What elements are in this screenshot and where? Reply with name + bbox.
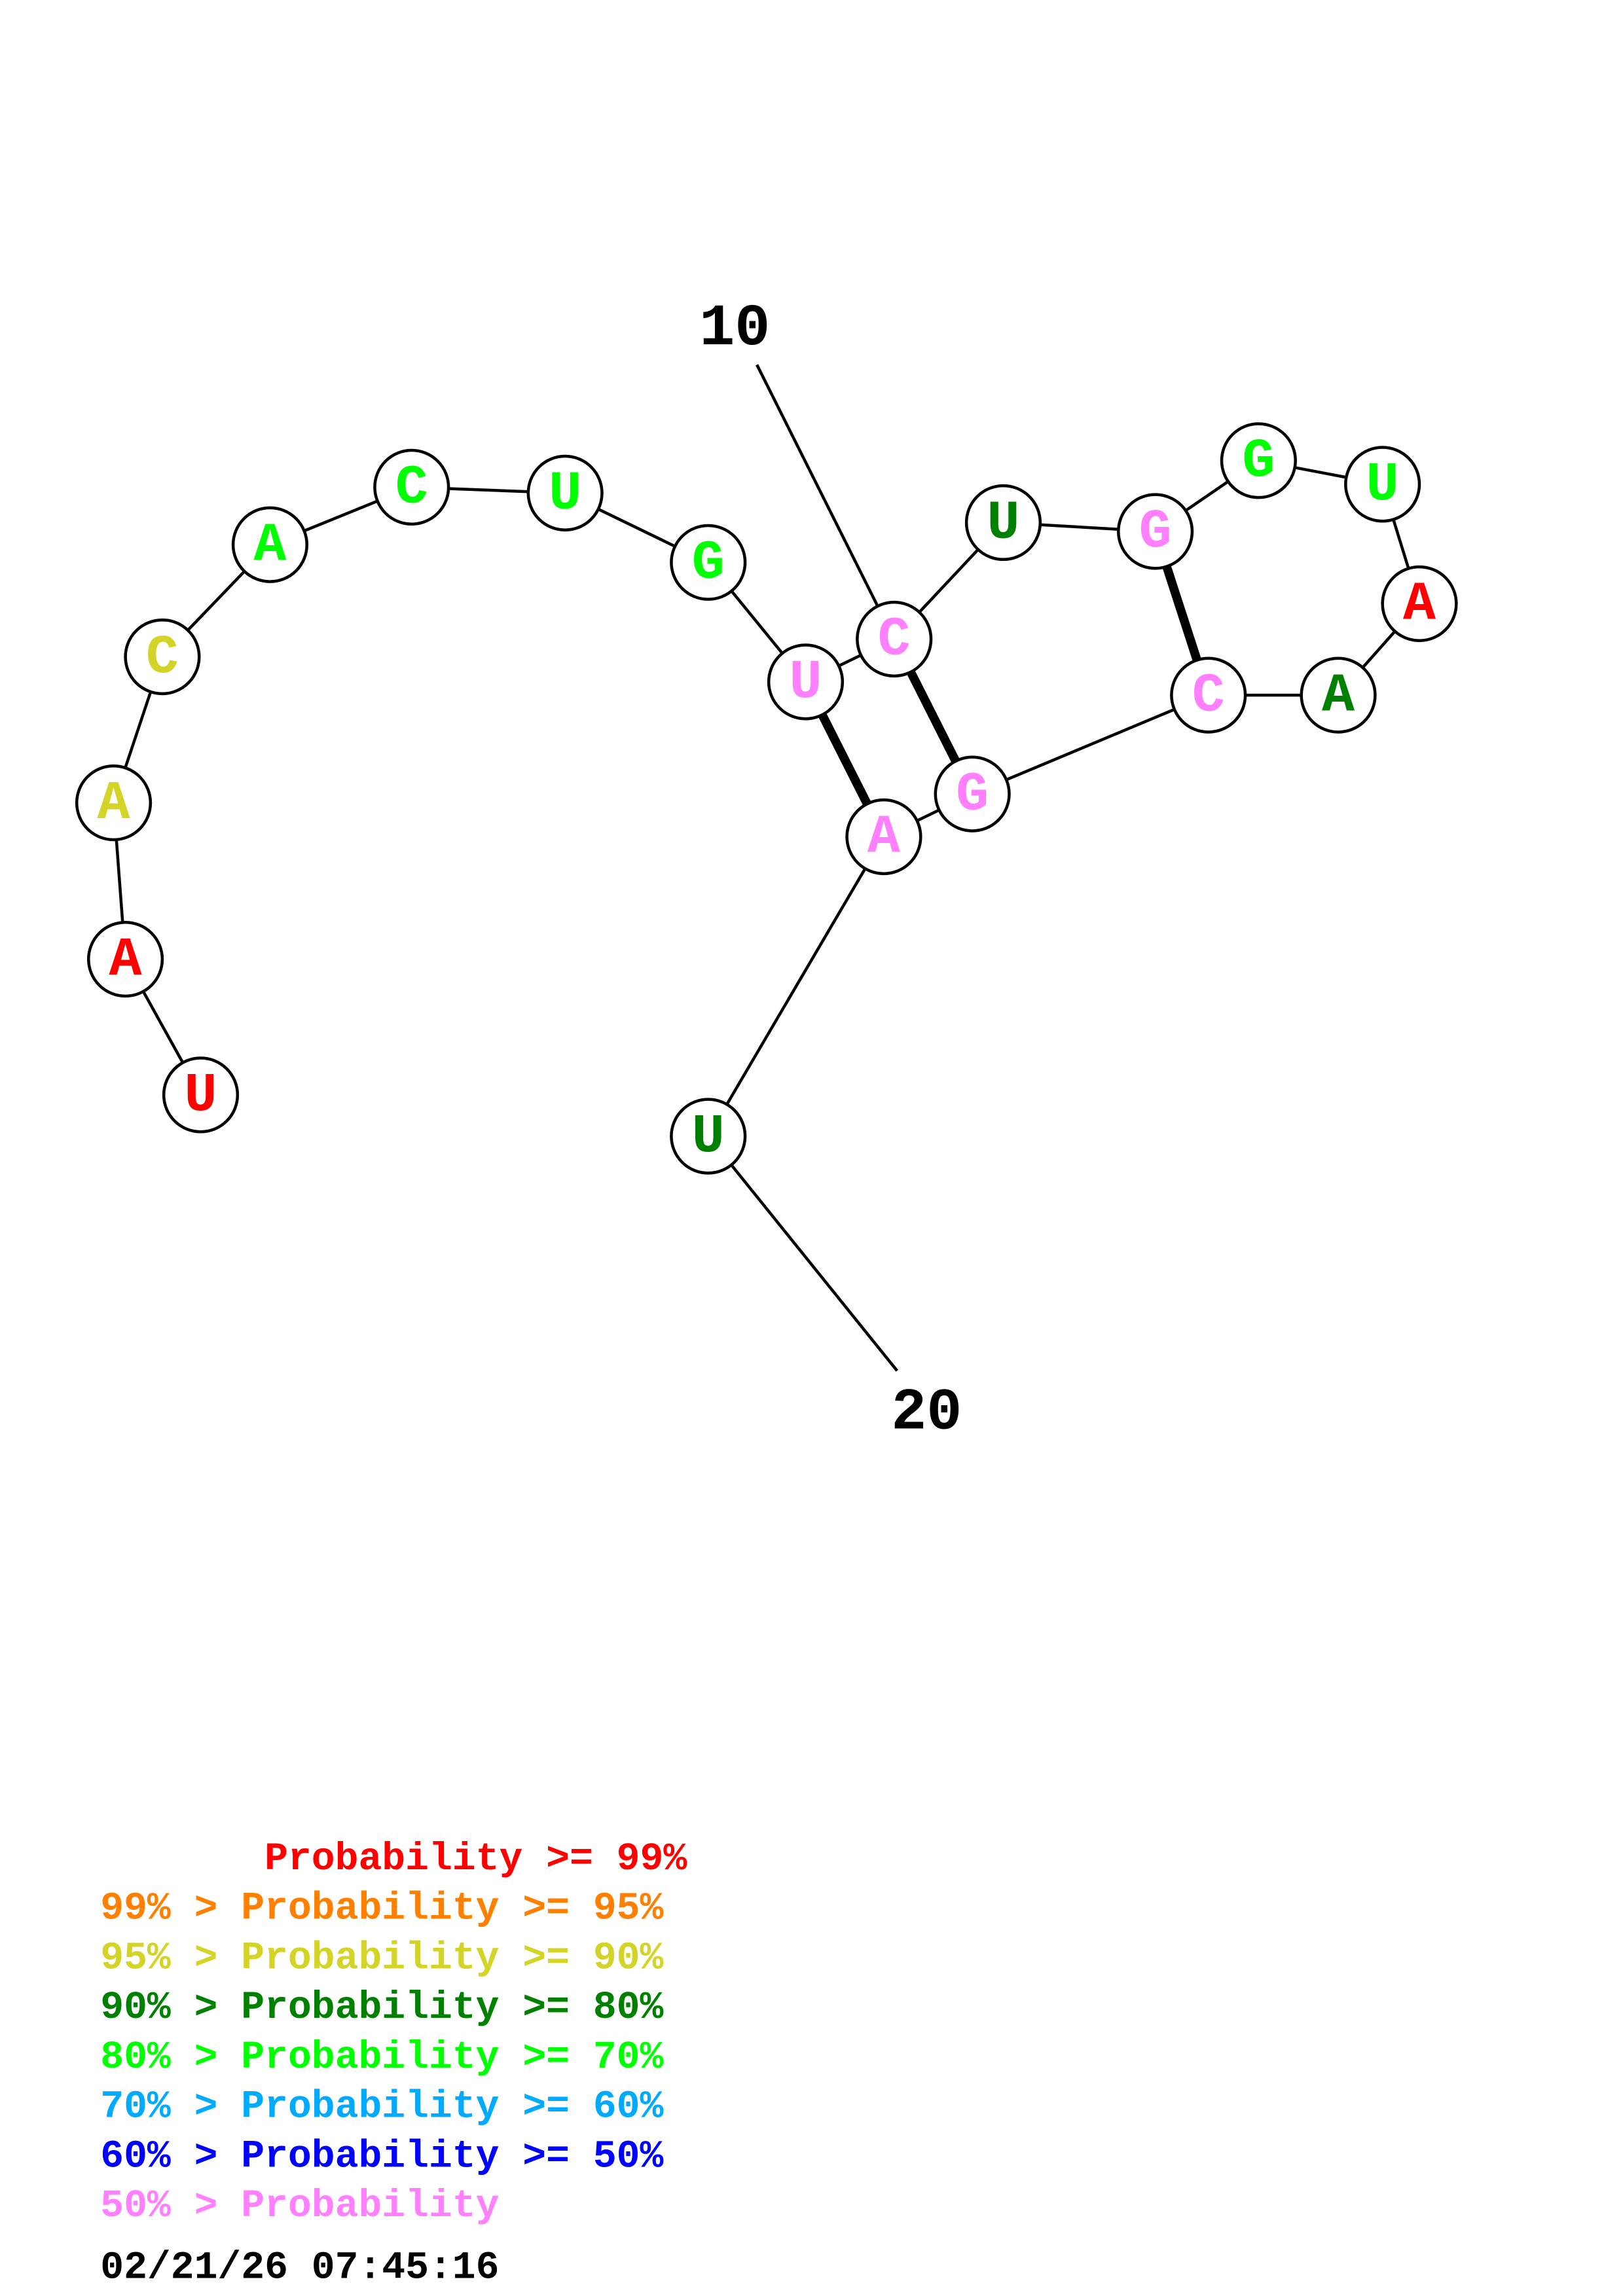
nucleotide-letter: U bbox=[1366, 455, 1399, 516]
nucleotide-letter: C bbox=[395, 458, 428, 520]
nucleotide-letter: A bbox=[253, 516, 287, 577]
nucleotide-17: C bbox=[1170, 656, 1247, 734]
label-10-leader bbox=[756, 364, 896, 640]
nucleotide-circle bbox=[1300, 656, 1377, 734]
nucleotide-letter: A bbox=[1322, 666, 1355, 727]
position-labels: 10 20 bbox=[699, 296, 962, 1446]
probability-legend: Probability >= 99% 99% > Probability >= 9… bbox=[100, 1837, 687, 2228]
nucleotide-circle bbox=[231, 506, 309, 583]
nucleotide-16: A bbox=[1300, 656, 1377, 734]
nucleotide-11: U bbox=[964, 484, 1042, 562]
backbone-segment bbox=[706, 836, 885, 1138]
nucleotide-circle bbox=[526, 454, 604, 531]
nucleotide-8: G bbox=[670, 524, 747, 601]
legend-entry-p99: Probability >= 99% bbox=[100, 1837, 687, 1881]
nucleotide-letter: C bbox=[146, 628, 179, 689]
legend-entry-p0: 50% > Probability bbox=[100, 2183, 499, 2228]
legend-entry-p80: 90% > Probability >= 80% bbox=[100, 1985, 663, 2030]
nucleotide-letter: C bbox=[878, 610, 911, 672]
nucleotide-letter: U bbox=[987, 493, 1019, 555]
nucleotide-letter: G bbox=[956, 764, 989, 826]
nucleotide-13: G bbox=[1220, 422, 1297, 499]
position-label-10: 10 bbox=[699, 296, 770, 363]
nucleotide-circle bbox=[86, 920, 164, 998]
nucleotide-letter: G bbox=[1139, 502, 1172, 564]
nucleotide-circle bbox=[1117, 493, 1194, 570]
nucleotide-circle bbox=[1381, 565, 1458, 643]
nucleotide-circle bbox=[964, 484, 1042, 562]
nucleotide-letter: A bbox=[1403, 575, 1436, 636]
nucleotide-19: A bbox=[845, 798, 922, 876]
nucleotide-circle bbox=[856, 600, 933, 678]
nucleotide-6: C bbox=[373, 448, 450, 526]
nucleotide-circle bbox=[670, 524, 747, 601]
nucleotide-10: C bbox=[856, 600, 933, 678]
nucleotide-circle bbox=[373, 448, 450, 526]
nucleotide-letter: U bbox=[789, 653, 822, 714]
nucleotide-2: A bbox=[86, 920, 164, 998]
position-label-20: 20 bbox=[891, 1380, 962, 1447]
nucleotide-circle bbox=[934, 755, 1011, 833]
nucleotide-letter: G bbox=[1242, 431, 1275, 493]
nucleotide-letter: U bbox=[184, 1066, 217, 1127]
nucleotide-letter: G bbox=[692, 533, 725, 595]
nucleotide-letter: A bbox=[867, 808, 901, 869]
timestamp: 02/21/26 07:45:16 bbox=[100, 2245, 499, 2289]
nucleotide-circle bbox=[670, 1098, 747, 1175]
nucleotide-circle bbox=[767, 643, 845, 721]
legend-entry-p90: 95% > Probability >= 90% bbox=[100, 1935, 663, 1980]
nucleotide-4: C bbox=[124, 618, 201, 696]
nucleotide-circle bbox=[162, 1056, 240, 1134]
nucleotide-15: A bbox=[1381, 565, 1458, 643]
nucleotide-5: A bbox=[231, 506, 309, 583]
legend-entry-p70: 80% > Probability >= 70% bbox=[100, 2035, 663, 2079]
nucleotide-9: U bbox=[767, 643, 845, 721]
legend-entry-p95: 99% > Probability >= 95% bbox=[100, 1886, 663, 1931]
nucleotide-14: U bbox=[1344, 446, 1421, 523]
nucleotide-letter: U bbox=[692, 1107, 725, 1168]
nucleotide-letter: A bbox=[98, 774, 131, 835]
nucleotide-circle bbox=[1344, 446, 1421, 523]
nucleotide-12: G bbox=[1117, 493, 1194, 570]
nucleotide-letter: U bbox=[549, 464, 581, 526]
nucleotide-letter: A bbox=[109, 930, 143, 992]
legend-entry-p50: 60% > Probability >= 50% bbox=[100, 2134, 663, 2178]
backbone-lines bbox=[112, 459, 1421, 1138]
nucleotide-3: A bbox=[75, 764, 153, 842]
nucleotide-20: U bbox=[670, 1098, 747, 1175]
label-20-leader bbox=[706, 1135, 898, 1372]
nucleotide-1: U bbox=[162, 1056, 240, 1134]
nucleotide-7: U bbox=[526, 454, 604, 531]
nucleotide-circle bbox=[845, 798, 922, 876]
nucleotide-circle bbox=[1220, 422, 1297, 499]
backbone-segment bbox=[972, 694, 1209, 796]
nucleotide-circle bbox=[124, 618, 201, 696]
nucleotide-letter: C bbox=[1192, 666, 1225, 727]
nucleotide-circle bbox=[75, 764, 153, 842]
legend-entry-p60: 70% > Probability >= 60% bbox=[100, 2085, 663, 2129]
nucleotide-circle bbox=[1170, 656, 1247, 734]
nucleotide-18: G bbox=[934, 755, 1011, 833]
